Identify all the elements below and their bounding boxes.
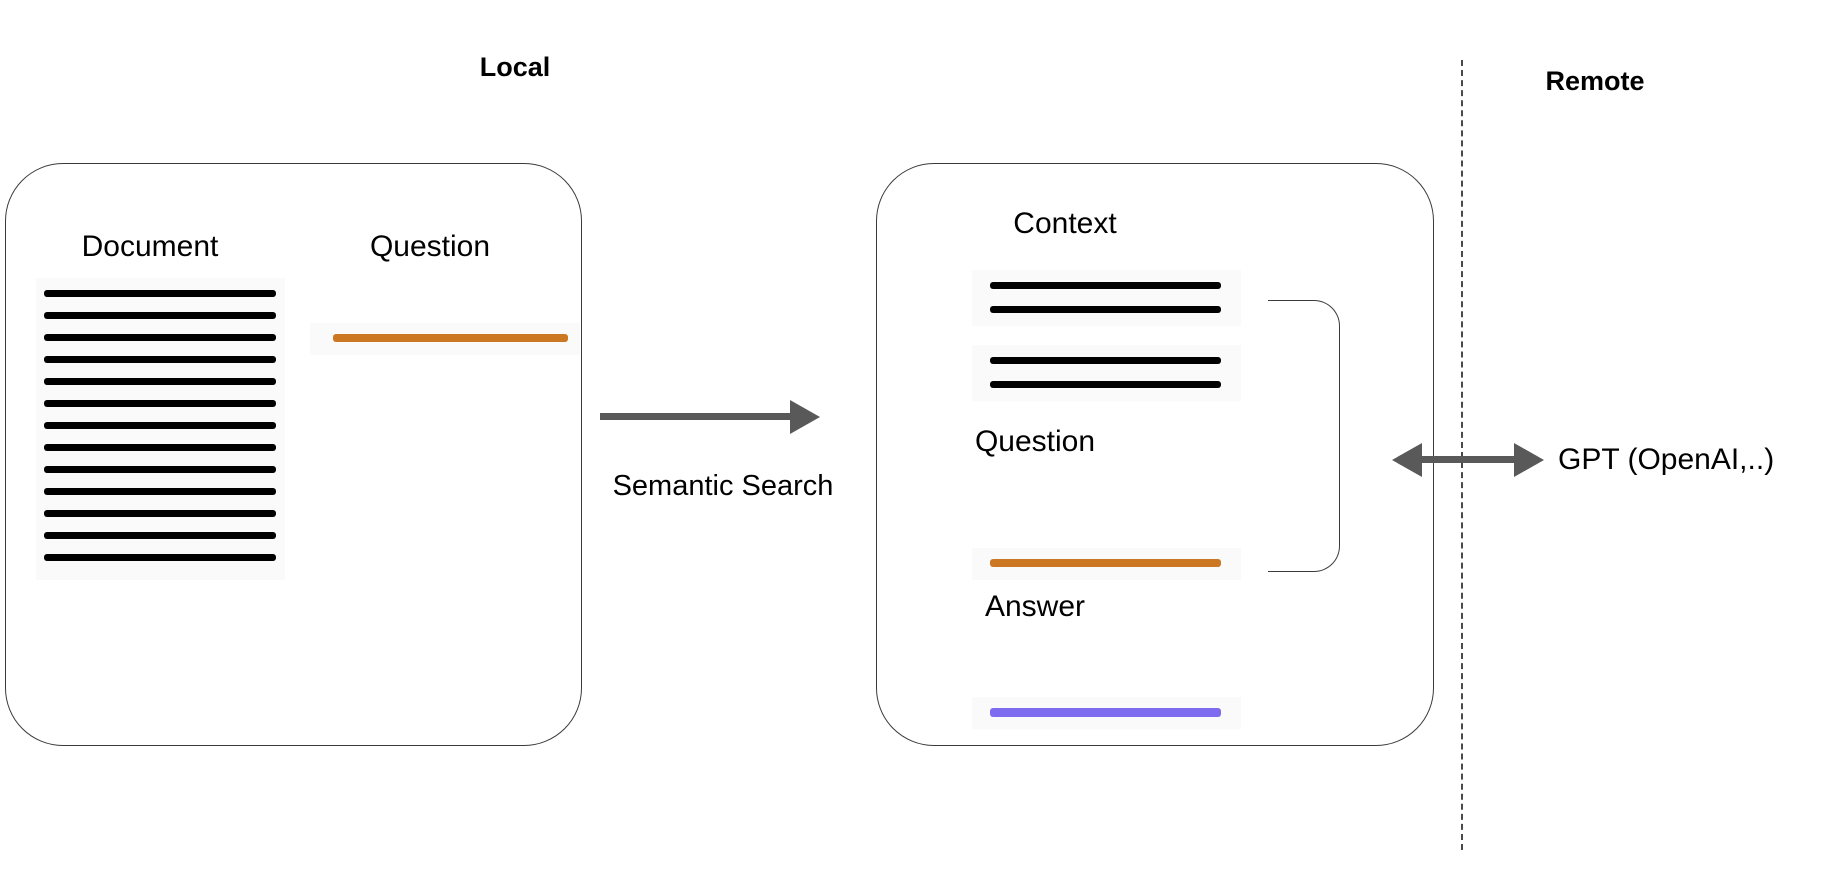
context-text-line bbox=[990, 282, 1221, 289]
document-text-line bbox=[44, 554, 276, 561]
document-text-line bbox=[44, 356, 276, 363]
answer-title: Answer bbox=[984, 590, 1086, 623]
arrow-shaft bbox=[600, 413, 796, 420]
local-remote-divider bbox=[1461, 60, 1463, 850]
document-text-line bbox=[44, 444, 276, 451]
context-text-block-1 bbox=[972, 270, 1241, 326]
document-text-line bbox=[44, 488, 276, 495]
arrow-shaft bbox=[1418, 456, 1518, 463]
prompt-grouping-bracket bbox=[1268, 300, 1340, 572]
document-text-line bbox=[44, 378, 276, 385]
document-text-block bbox=[36, 278, 285, 580]
document-text-line bbox=[44, 422, 276, 429]
arrow-head-left-icon bbox=[1392, 443, 1422, 477]
document-text-line bbox=[44, 334, 276, 341]
semantic-search-label: Semantic Search bbox=[612, 470, 834, 502]
question-title-middle: Question bbox=[974, 425, 1096, 458]
semantic-search-arrow bbox=[600, 400, 830, 440]
document-text-line bbox=[44, 400, 276, 407]
question-accent-line bbox=[990, 559, 1221, 567]
gpt-provider-label: GPT (OpenAI,..) bbox=[1558, 443, 1775, 476]
remote-api-arrow bbox=[1392, 440, 1544, 480]
context-text-block-2 bbox=[972, 345, 1241, 401]
document-text-line bbox=[44, 290, 276, 297]
document-text-line bbox=[44, 532, 276, 539]
section-header-local: Local bbox=[479, 52, 551, 82]
context-text-line bbox=[990, 357, 1221, 364]
question-text-block-middle bbox=[972, 548, 1241, 580]
question-text-block-left bbox=[310, 323, 580, 355]
context-text-line bbox=[990, 381, 1221, 388]
context-title: Context bbox=[1013, 207, 1117, 240]
arrow-head-right-icon bbox=[1514, 443, 1544, 477]
answer-accent-line bbox=[990, 708, 1221, 717]
section-header-remote: Remote bbox=[1545, 66, 1645, 96]
question-accent-line bbox=[333, 334, 568, 342]
document-text-line bbox=[44, 510, 276, 517]
question-title-left: Question bbox=[369, 230, 491, 263]
answer-text-block bbox=[972, 697, 1241, 729]
document-title: Document bbox=[81, 230, 219, 263]
context-text-line bbox=[990, 306, 1221, 313]
context-prompt-box bbox=[876, 163, 1434, 746]
arrow-head-right-icon bbox=[790, 400, 820, 434]
document-text-line bbox=[44, 312, 276, 319]
document-text-line bbox=[44, 466, 276, 473]
